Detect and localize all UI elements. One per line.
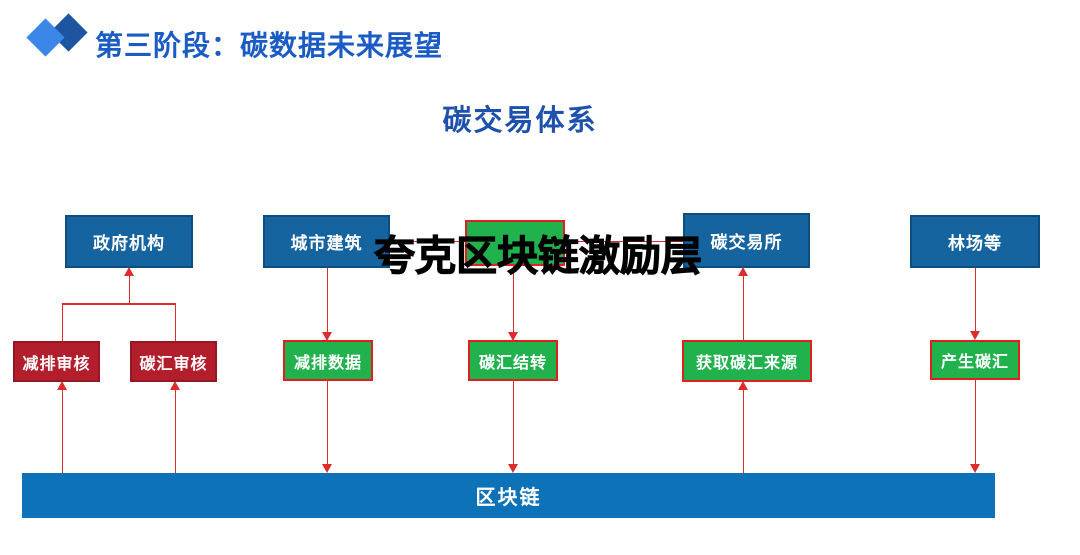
node-obscured-by-watermark <box>465 220 565 266</box>
node-sink-source-label: 获取碳汇来源 <box>695 355 798 372</box>
node-emission-data: 减排数据 <box>283 340 373 381</box>
node-carbon-exchange-label: 碳交易所 <box>710 233 783 252</box>
connector-city-to-emission-data <box>326 268 328 333</box>
arrowhead-into-sink-transfer <box>508 332 518 341</box>
arrowhead-into-exchange <box>738 267 748 276</box>
connector-bar-to-emission-review <box>61 390 63 473</box>
node-city-building: 城市建筑 <box>263 215 390 268</box>
node-sink-review-label: 碳汇审核 <box>139 355 208 373</box>
connector-sink-generate-to-bar <box>974 380 976 465</box>
arrowhead-emission-data-into-bar <box>322 464 332 473</box>
node-forest-farm-label: 林场等 <box>948 234 1002 253</box>
connector-obscured-to-exchange <box>565 240 683 242</box>
node-carbon-exchange: 碳交易所 <box>683 213 810 268</box>
connector-city-to-obscured <box>390 240 465 242</box>
connector-sink-transfer-to-bar <box>512 381 514 465</box>
watermark-text: 夸克区块链激励层 <box>374 233 703 280</box>
node-city-building-label: 城市建筑 <box>290 234 363 253</box>
node-sink-generate: 产生碳汇 <box>930 340 1020 380</box>
arrowhead-into-sink-source <box>738 381 748 390</box>
node-emission-data-label: 减排数据 <box>293 354 362 372</box>
node-emission-review: 减排审核 <box>13 341 100 382</box>
blockchain-bar-label: 区块链 <box>475 487 542 509</box>
connector-forest-to-sink-generate <box>974 268 976 332</box>
arrowhead-sink-generate-into-bar <box>970 464 980 473</box>
arrowhead-into-sink-generate <box>970 331 980 340</box>
node-sink-transfer-label: 碳汇结转 <box>478 354 547 372</box>
connector-bar-to-sink-source <box>742 390 744 473</box>
node-sink-transfer: 碳汇结转 <box>468 340 558 381</box>
node-sink-source: 获取碳汇来源 <box>682 340 812 382</box>
node-sink-generate-label: 产生碳汇 <box>940 354 1009 371</box>
diagram-title: 碳交易体系 <box>442 105 598 137</box>
connector-sink-review-up <box>174 303 176 341</box>
connector-obscured-to-sink-transfer <box>512 266 514 333</box>
connector-to-government <box>128 276 130 303</box>
blockchain-bar: 区块链 <box>22 473 995 518</box>
connector-sink-source-to-exchange <box>742 276 744 340</box>
connector-bar-to-sink-review <box>174 390 176 473</box>
connector-emission-data-to-bar <box>326 381 328 465</box>
node-forest-farm: 林场等 <box>910 215 1040 268</box>
node-government-label: 政府机构 <box>93 234 165 253</box>
node-government: 政府机构 <box>65 215 193 268</box>
arrowhead-into-sink-review <box>170 381 180 390</box>
connector-emission-review-up <box>61 303 63 341</box>
arrowhead-into-emission-data <box>322 332 332 341</box>
node-sink-review: 碳汇审核 <box>130 341 217 382</box>
arrowhead-into-government <box>124 267 134 276</box>
node-emission-review-label: 减排审核 <box>22 355 91 373</box>
arrowhead-into-emission-review <box>57 381 67 390</box>
connector-merge-horizontal <box>61 303 176 305</box>
arrowhead-sink-transfer-into-bar <box>508 464 518 473</box>
page-title: 第三阶段：碳数据未来展望 <box>95 30 444 61</box>
